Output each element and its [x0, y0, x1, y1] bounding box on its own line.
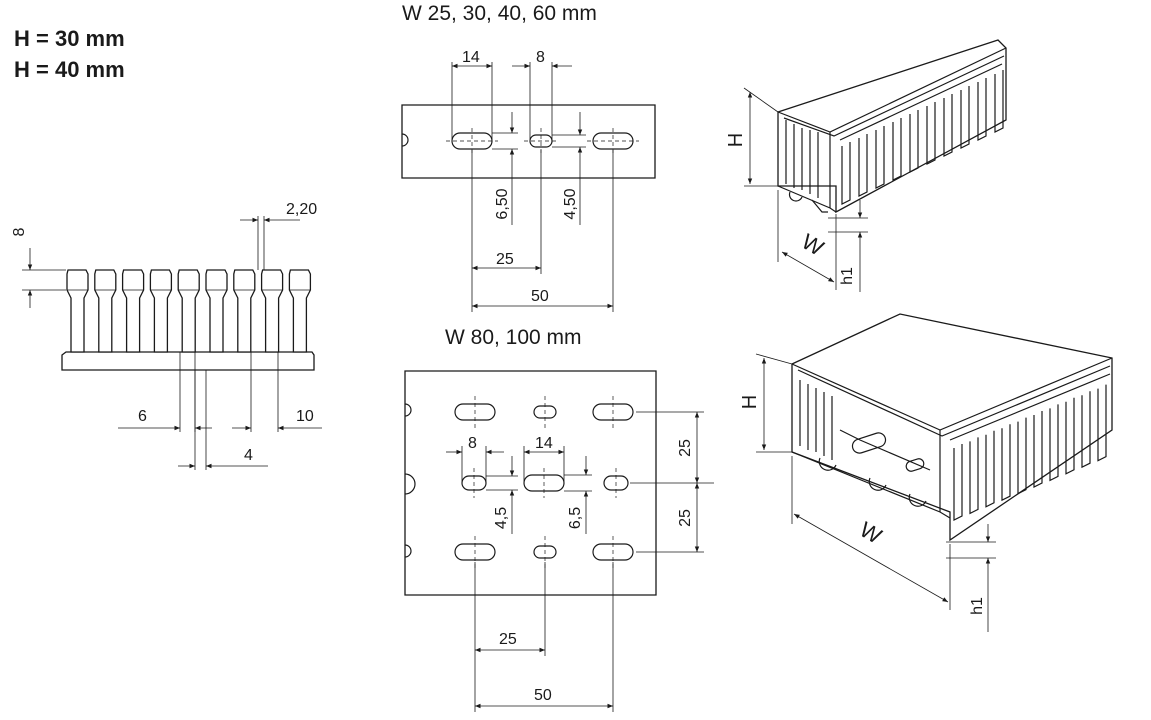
comb-finger	[233, 269, 256, 353]
bottom-dim-hole-w: 4,5	[493, 507, 510, 529]
top-dim-slot-w: 6,50	[494, 188, 511, 219]
comb-dim-gap: 2,20	[286, 201, 317, 218]
top-dim-pitch: 25	[496, 251, 514, 268]
comb-dim-top: 8	[11, 227, 28, 236]
iso-small-h-label: H	[725, 133, 747, 147]
bottom-base-plate	[404, 370, 657, 596]
top-dim-slot-len: 14	[462, 49, 480, 66]
comb-finger	[205, 269, 228, 353]
top-plate-dimensions: 14 8 6,50 4,50 25 50	[451, 49, 614, 312]
duct-finger	[1065, 397, 1075, 475]
duct-finger	[858, 134, 868, 197]
height-label-30: H = 30 mm	[14, 26, 125, 51]
top-dim-hole-len: 8	[536, 49, 545, 66]
duct-finger	[960, 86, 970, 149]
iso-large-h1-label: h1	[969, 597, 986, 615]
bottom-dim-pitch-v1: 25	[677, 439, 694, 457]
comb-finger	[66, 269, 89, 353]
duct-finger	[943, 94, 953, 157]
bottom-dim-pitch-v2: 25	[677, 509, 694, 527]
duct-finger	[875, 126, 885, 189]
top-base-plate	[401, 104, 656, 179]
duct-finger	[985, 430, 995, 508]
bottom-plate-title: W 80, 100 mm	[445, 326, 582, 349]
comb-dim-finger: 6	[138, 408, 147, 425]
bottom-dim-pitch-h: 25	[499, 631, 517, 648]
duct-finger	[969, 437, 979, 515]
duct-finger	[1081, 391, 1091, 469]
iso-small-w-label: W	[798, 229, 829, 261]
bottom-dim-total: 50	[534, 687, 552, 704]
duct-iso-large	[791, 313, 1113, 542]
comb-finger	[288, 269, 312, 353]
comb-finger	[149, 269, 173, 353]
comb-base	[61, 351, 315, 371]
comb-finger	[177, 269, 200, 353]
top-dim-hole-w: 4,50	[562, 188, 579, 219]
duct-finger	[909, 110, 919, 173]
duct-finger	[977, 78, 987, 141]
duct-finger	[841, 142, 851, 205]
comb-finger	[260, 269, 284, 353]
height-label-40: H = 40 mm	[14, 57, 125, 82]
duct-finger	[1017, 417, 1027, 495]
bottom-dim-hole-len: 8	[468, 435, 477, 452]
iso-large-w-label: W	[856, 517, 887, 549]
comb-dimensions: 8 2,20 6 10 4	[11, 201, 322, 470]
iso-large-h-label: H	[739, 395, 761, 409]
top-dim-total: 50	[531, 288, 549, 305]
comb-finger	[121, 269, 145, 353]
bottom-dim-slot-w: 6,5	[567, 507, 584, 529]
comb-dim-pitch: 10	[296, 408, 314, 425]
duct-iso-small	[777, 39, 1007, 214]
top-plate-title: W 25, 30, 40, 60 mm	[402, 2, 597, 25]
duct-finger	[994, 70, 1004, 133]
duct-finger	[1049, 404, 1059, 482]
duct-finger	[1001, 424, 1011, 502]
duct-finger	[926, 102, 936, 165]
comb-dim-slot: 4	[244, 447, 253, 464]
duct-finger	[1033, 411, 1043, 488]
bottom-dim-slot-len: 14	[535, 435, 553, 452]
iso-small-h1-label: h1	[839, 267, 856, 285]
duct-finger	[953, 444, 963, 521]
duct-finger	[892, 118, 902, 181]
comb-profile	[61, 269, 315, 371]
duct-finger	[1097, 384, 1107, 462]
comb-finger	[94, 269, 117, 353]
bottom-plate-dimensions: 8 14 4,5 6,5 25 25 25 50	[446, 411, 714, 712]
